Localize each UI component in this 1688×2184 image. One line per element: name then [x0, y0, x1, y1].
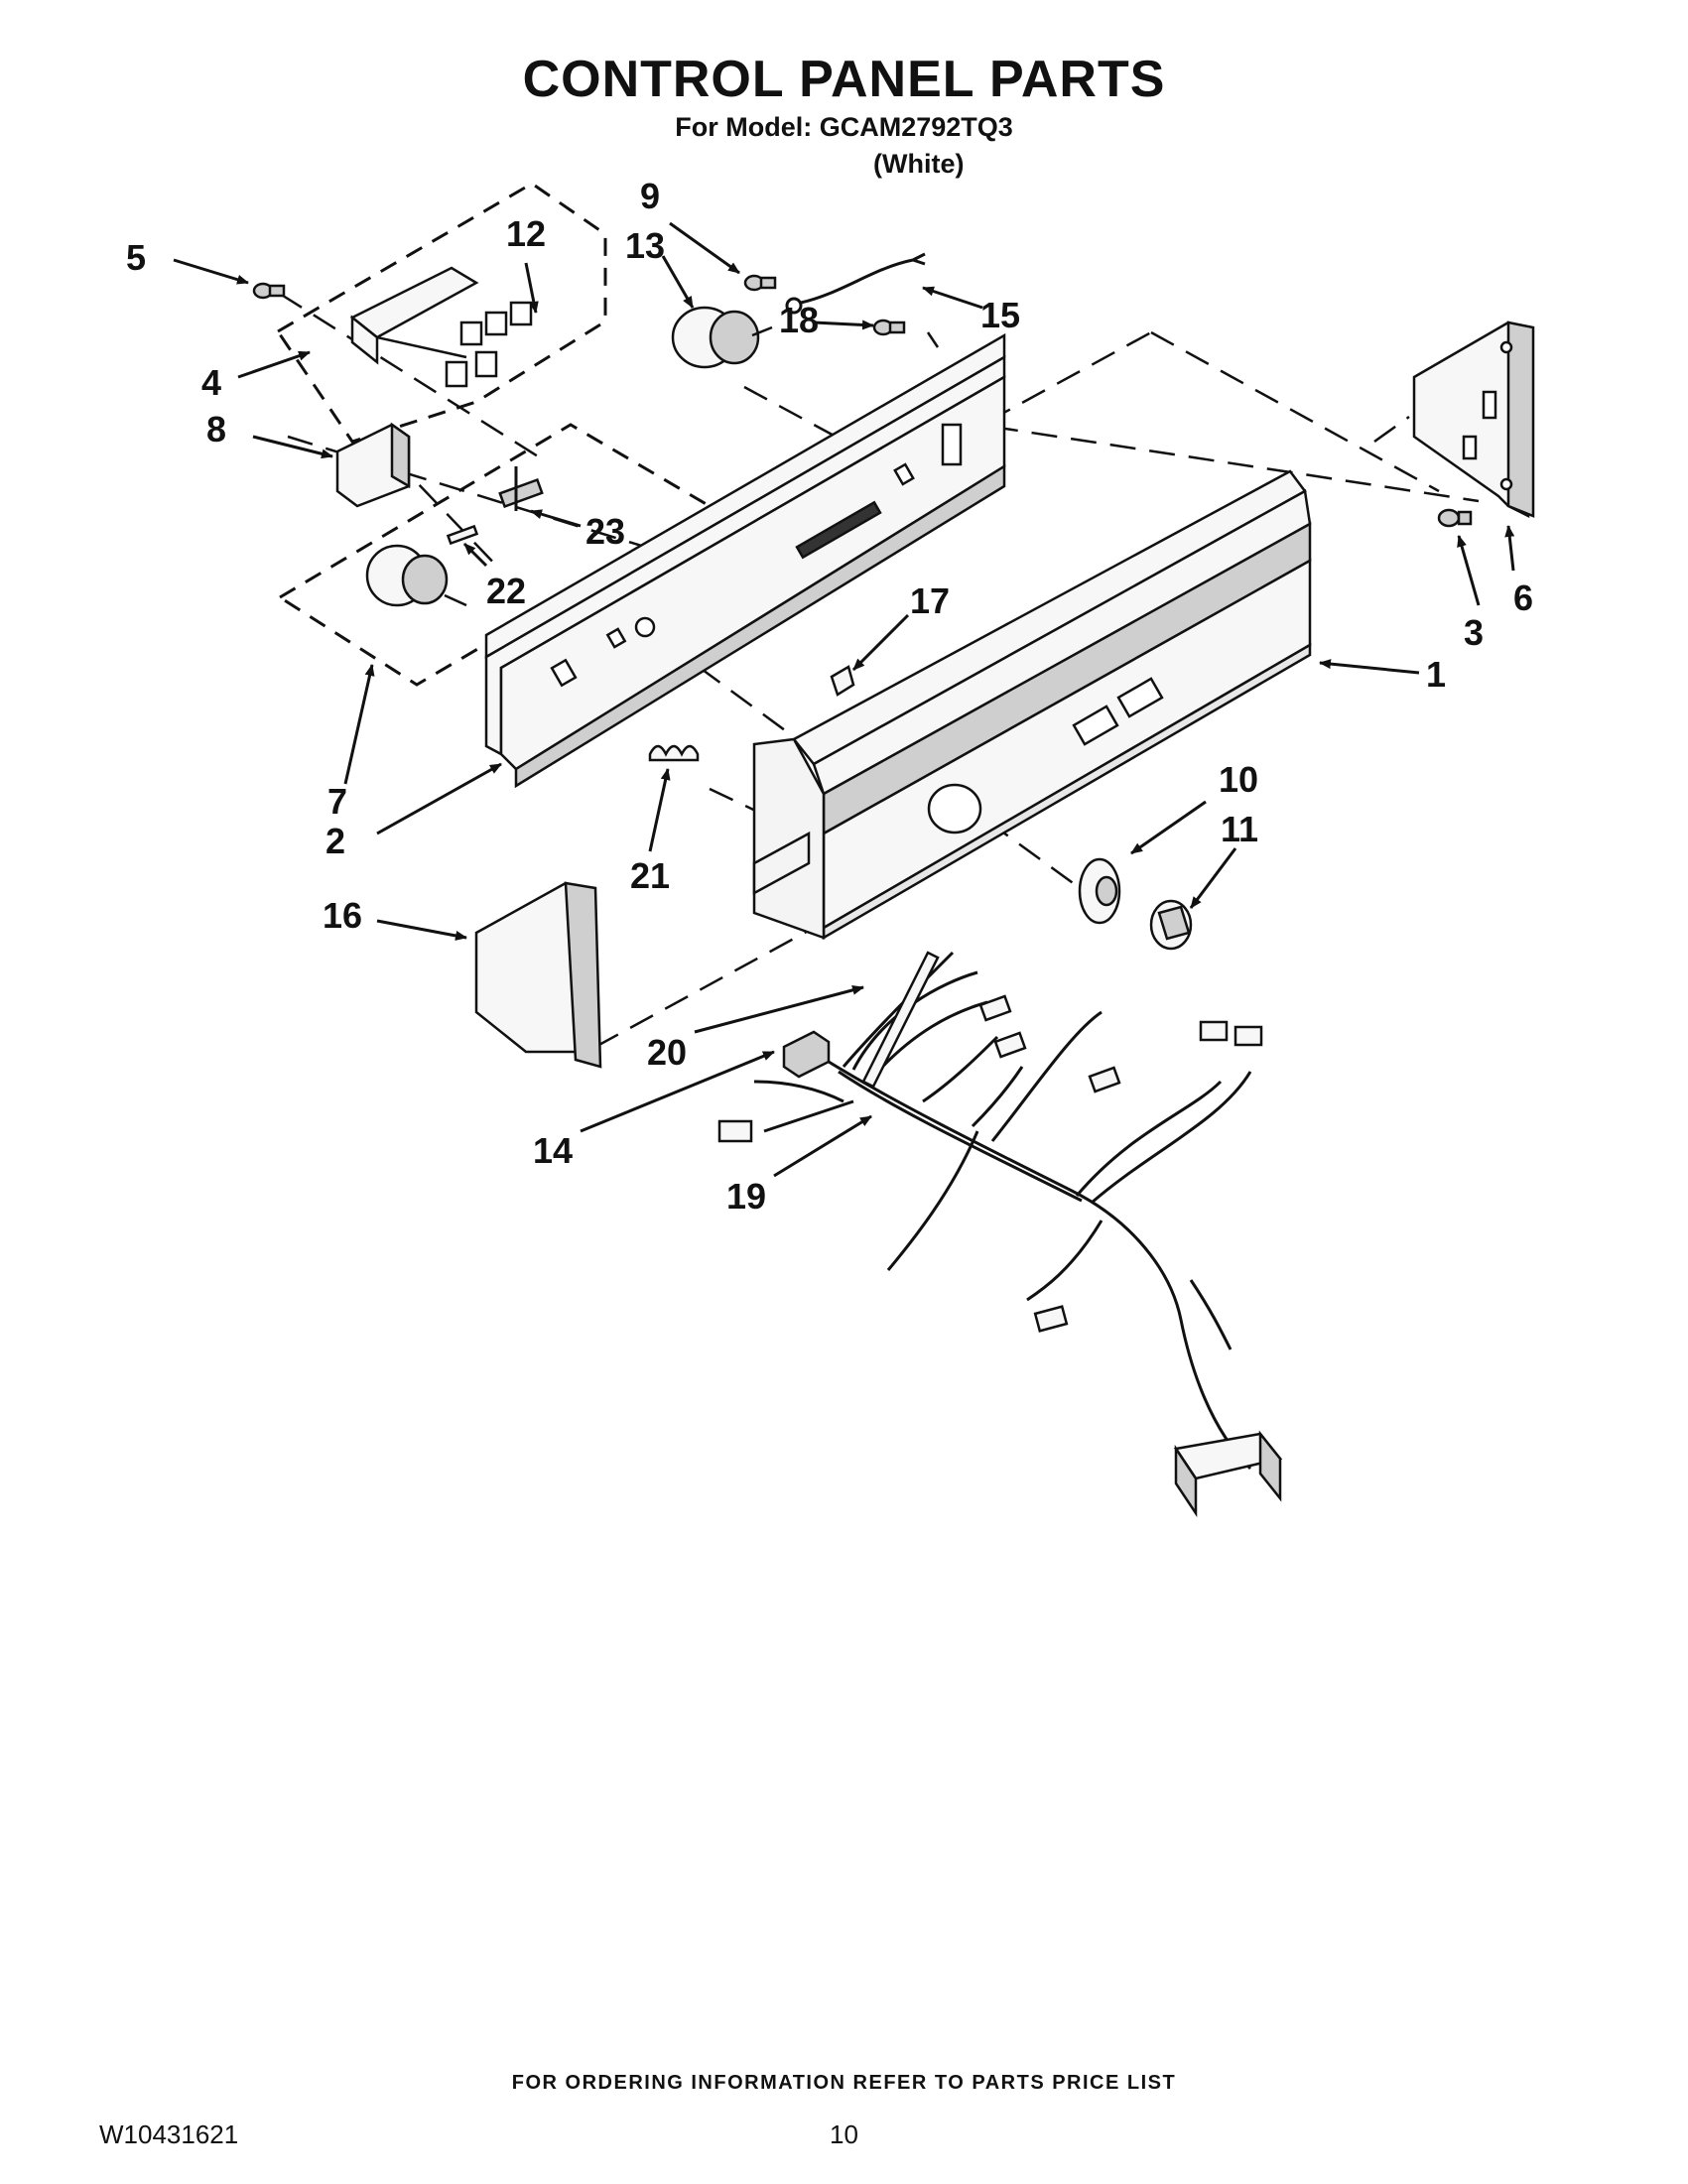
callout-15: 15	[980, 295, 1020, 335]
screw-part-5	[252, 282, 286, 300]
callout-6: 6	[1513, 578, 1533, 618]
callout-22: 22	[486, 571, 526, 611]
callout-9: 9	[640, 176, 660, 216]
page-number: 10	[830, 2120, 858, 2149]
screw-part-9	[743, 274, 777, 292]
document-number: W10431621	[99, 2120, 239, 2149]
callout-17: 17	[910, 580, 950, 621]
callout-11: 11	[1221, 809, 1258, 849]
callout-4: 4	[201, 362, 221, 403]
dashed-group-7	[277, 423, 712, 687]
callout-16: 16	[323, 895, 362, 936]
harness-terminal-part-14	[782, 1030, 831, 1079]
knob-part-11	[1149, 899, 1193, 951]
callout-arrows	[173, 221, 1515, 1178]
dashed-leaders	[279, 292, 1480, 1049]
console-panel-part-1	[752, 469, 1312, 941]
harness-rod-part-20	[861, 951, 940, 1089]
callout-7: 7	[327, 781, 347, 822]
callout-14: 14	[533, 1130, 573, 1171]
model-line: For Model: GCAM2792TQ3	[675, 112, 1013, 142]
timer-part-13	[671, 306, 773, 369]
callout-12: 12	[506, 213, 546, 254]
left-end-cap-part-16	[474, 881, 602, 1069]
selector-switch-part-7	[365, 544, 467, 607]
callout-2: 2	[325, 821, 345, 861]
callout-labels: 1 2 3 4 5 6 7 8 9 10 11 12 13 14 15 16 1…	[126, 176, 1533, 1217]
pin-part-22	[446, 524, 479, 546]
screw-part-3	[1437, 508, 1473, 528]
ordering-note: FOR ORDERING INFORMATION REFER TO PARTS …	[511, 2072, 1177, 2094]
callout-18: 18	[779, 300, 819, 340]
callout-3: 3	[1464, 612, 1484, 653]
dashed-group-12	[275, 182, 607, 444]
panel-bracket-part-2	[484, 332, 1006, 789]
callout-8: 8	[206, 409, 226, 450]
callout-1: 1	[1426, 654, 1446, 695]
connector-part-23	[498, 466, 544, 511]
ground-wire-part-15	[785, 252, 926, 315]
switch-assembly-part-12	[349, 266, 533, 388]
page-title: CONTROL PANEL PARTS	[522, 51, 1166, 108]
screws	[252, 274, 1473, 528]
screw-part-18	[872, 319, 906, 336]
callout-13: 13	[625, 225, 665, 266]
callout-21: 21	[630, 855, 670, 896]
clip-part-17	[830, 665, 855, 697]
callout-20: 20	[647, 1032, 687, 1073]
clips-part-21	[648, 744, 700, 762]
callout-10: 10	[1219, 759, 1258, 800]
bezel-part-10	[1078, 857, 1121, 925]
wire-harness-part-19	[753, 951, 1252, 1471]
buzzer-part-8	[335, 422, 411, 508]
callout-5: 5	[126, 237, 146, 278]
end-cap-part-6	[1412, 321, 1535, 519]
callout-23: 23	[585, 511, 625, 552]
color-line: (White)	[873, 149, 965, 179]
harness-connectors	[717, 994, 1283, 1518]
callout-19: 19	[726, 1176, 766, 1217]
